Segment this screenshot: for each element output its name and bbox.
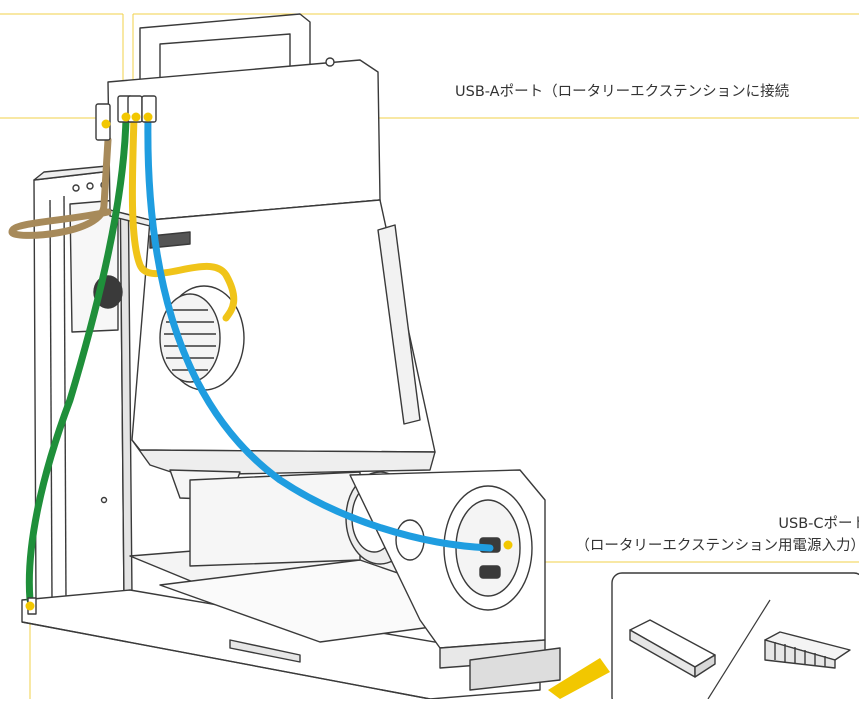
rail-slot [229,639,301,663]
wedge-stepped-ribs [774,642,826,667]
marker-dot-bottom-left [25,601,35,611]
wedge-flat-end [694,654,716,678]
cables [8,114,494,615]
wedge-stepped-side [764,639,836,669]
head-port-cap [325,57,335,67]
top-connectors [95,95,157,141]
frame-screw-1 [72,184,80,192]
head-side-panel [377,224,421,425]
left-frame [33,163,133,606]
marker-dot-2 [121,112,131,122]
usb-port-secondary [479,565,501,579]
cable-brown [8,136,112,239]
head-bottom [131,439,436,476]
marker-dot-1 [101,119,111,129]
frame-edge-1 [49,199,53,601]
inset-pointer [548,658,610,699]
base-edge [21,621,431,700]
marker-dot-4 [143,112,153,122]
usb-c-port-description: （ロータリーエクステンション用電源入力） [575,538,859,554]
laser-head [93,13,436,501]
inset-frame [611,572,859,704]
cable-green [25,114,130,604]
marker-dot-3 [131,112,141,122]
rotary-extension [189,469,561,691]
inset-box [548,572,859,704]
marker-dot-usb-c [503,540,513,550]
head-latch [149,231,191,249]
frame-edge-2 [63,195,67,601]
cable-blue [144,114,494,552]
inset-divider [707,599,771,700]
usb-c-port-label: USB-Cポート [778,516,859,532]
fan-grille-outer [159,293,221,383]
marker-dots [25,112,513,611]
wedge-block [469,647,561,691]
usb-a-port-label: USB-Aポート（ロータリーエクステンションに接続 [455,84,790,100]
rotary-shaft [189,471,361,567]
frame-screw-2 [86,182,94,190]
frame-screw-7 [100,496,108,504]
